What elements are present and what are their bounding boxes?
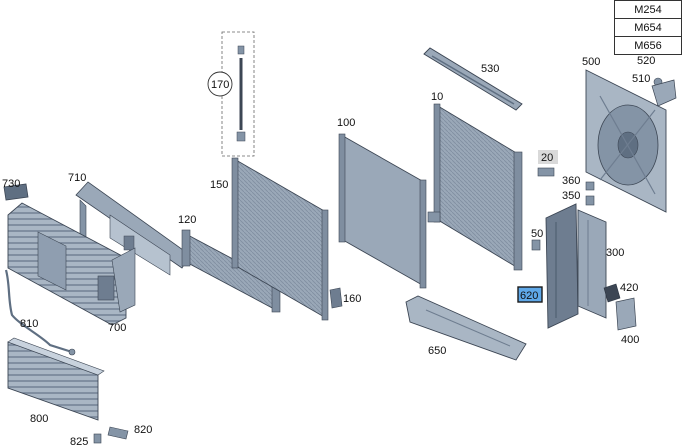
part-350-fitting [585,195,595,206]
callout-400: 400 [621,334,639,346]
callout-520: 520 [637,55,655,67]
part-650-panel [405,295,527,361]
part-820-clip [107,426,129,440]
callout-120: 120 [178,214,196,226]
part-800-lower-grille [7,337,105,421]
callout-825: 825 [70,436,88,448]
callout-10: 10 [431,91,443,103]
callout-360: 360 [562,175,580,187]
callout-150: 150 [210,179,228,191]
part-400-bracket [615,297,637,331]
part-20-sensor [537,167,555,177]
callout-530: 530 [481,63,499,75]
callout-700: 700 [108,322,126,334]
part-530-bar [423,47,523,111]
callout-730: 730 [2,178,20,190]
callout-160: 160 [343,293,361,305]
part-510-bracket [651,79,677,107]
callout-100: 100 [337,117,355,129]
callout-810: 810 [20,318,38,330]
callout-500: 500 [582,56,600,68]
callout-20-background [538,150,558,164]
part-730-trim [3,183,29,201]
part-150-radiator [231,157,329,321]
part-500-fan-shroud [585,69,667,213]
part-100-radiator [338,133,427,289]
part-10-radiator [427,103,523,271]
part-300-air-guide [577,209,607,319]
callout-50: 50 [531,228,543,240]
part-50-screw [531,239,541,251]
callout-710: 710 [68,172,86,184]
part-160-bracket [329,287,343,309]
callout-650: 650 [428,345,446,357]
part-825-clip [93,433,102,444]
callout-510: 510 [632,73,650,85]
part-620-air-guide [545,203,579,329]
callout-820: 820 [134,424,152,436]
callout-620: 620 [520,290,538,302]
part-700-shutter-frame [7,202,136,326]
model-code-cell: M254 [614,0,682,19]
callout-170: 170 [211,79,229,91]
model-code-table: M254 M654 M656 [614,0,682,55]
callout-20: 20 [541,152,553,164]
part-710-crossmember [75,181,191,276]
callout-800: 800 [30,413,48,425]
part-420-cap [603,283,621,303]
model-code-cell: M654 [614,18,682,37]
model-code-cell: M656 [614,36,682,55]
callout-170-circle [207,71,233,97]
callout-620-highlight [517,286,543,303]
callout-350: 350 [562,190,580,202]
callout-300: 300 [606,247,624,259]
callout-420: 420 [620,282,638,294]
part-360-fitting [585,181,595,191]
part-810-rod [4,269,76,356]
